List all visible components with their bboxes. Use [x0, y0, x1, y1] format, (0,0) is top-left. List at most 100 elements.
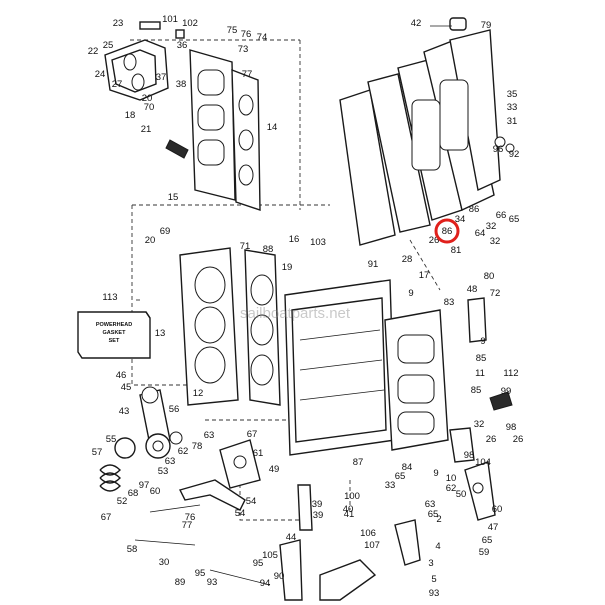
- callout-20: 20: [142, 93, 153, 104]
- callout-93: 93: [207, 577, 218, 588]
- callout-42: 42: [411, 18, 422, 29]
- callout-9: 9: [433, 468, 438, 479]
- connecting-rod: [114, 386, 183, 459]
- cylinder-head-left: [179, 247, 281, 406]
- callout-11: 11: [475, 368, 485, 379]
- callout-18: 18: [125, 110, 136, 121]
- gasket-set-box: POWERHEAD GASKET SET: [77, 311, 151, 359]
- callout-99: 99: [501, 386, 512, 397]
- callout-3: 3: [428, 558, 433, 569]
- callout-78: 78: [192, 441, 203, 452]
- callout-72: 72: [490, 288, 501, 299]
- callout-41: 41: [344, 509, 355, 520]
- callout-32: 32: [490, 236, 501, 247]
- callout-49: 49: [269, 464, 280, 475]
- callout-107: 107: [364, 540, 380, 551]
- callout-80: 80: [484, 271, 495, 282]
- callout-79: 79: [481, 20, 492, 31]
- callout-64: 64: [475, 228, 486, 239]
- callout-113: 113: [102, 292, 117, 303]
- callout-96: 96: [493, 144, 504, 155]
- callout-95: 95: [253, 558, 264, 569]
- callout-98: 98: [464, 450, 475, 461]
- callout-87: 87: [353, 457, 364, 468]
- callout-2: 2: [436, 514, 441, 525]
- callout-67: 67: [101, 512, 112, 523]
- callout-76: 76: [241, 29, 252, 40]
- callout-10: 10: [446, 473, 457, 484]
- callout-32: 32: [474, 419, 485, 430]
- callout-60: 60: [492, 504, 503, 515]
- callout-104: 104: [475, 457, 491, 468]
- callout-86: 86: [442, 226, 453, 237]
- callout-84: 84: [402, 462, 413, 473]
- callout-5: 5: [431, 574, 436, 585]
- callout-85: 85: [471, 385, 482, 396]
- callout-26: 26: [486, 434, 497, 445]
- callout-24: 24: [95, 69, 106, 80]
- callout-37: 37: [156, 72, 167, 83]
- callout-77: 77: [242, 69, 253, 80]
- callout-98: 98: [506, 422, 517, 433]
- callout-105: 105: [262, 550, 278, 561]
- callout-101: 101: [162, 14, 178, 25]
- callout-90: 90: [274, 571, 285, 582]
- callout-34: 34: [455, 214, 466, 225]
- callout-63: 63: [165, 456, 176, 467]
- throttle-cam: [219, 439, 261, 489]
- callout-15: 15: [168, 192, 179, 203]
- callout-83: 83: [444, 297, 455, 308]
- highlight-circle: [434, 218, 460, 244]
- callout-21: 21: [141, 124, 152, 135]
- callout-63: 63: [425, 499, 436, 510]
- callout-69: 69: [160, 226, 171, 237]
- callout-71: 71: [240, 241, 251, 252]
- gasket-box-line-3: SET: [109, 338, 120, 344]
- callout-63: 63: [204, 430, 215, 441]
- exhaust-cover-assembly: [339, 17, 501, 246]
- callout-20: 20: [145, 235, 156, 246]
- callout-54: 54: [246, 496, 257, 507]
- callout-52: 52: [117, 496, 128, 507]
- intake-cover-assembly: [104, 21, 261, 211]
- linkage-arm-left: [134, 479, 246, 546]
- callout-66: 66: [496, 210, 507, 221]
- callout-39: 39: [312, 499, 323, 510]
- gasket-box-line-2: GASKET: [103, 330, 127, 336]
- assembly-guide-lines: [130, 39, 441, 521]
- callout-112: 112: [503, 368, 518, 379]
- right-hardware: [467, 136, 515, 411]
- callout-25: 25: [103, 40, 114, 51]
- gasket-box-line-1: POWERHEAD: [96, 322, 132, 328]
- callout-76: 76: [185, 512, 196, 523]
- callout-103: 103: [310, 237, 326, 248]
- callout-36: 36: [177, 40, 188, 51]
- callout-94: 94: [260, 578, 271, 589]
- linkage-bottom-center: [209, 484, 421, 601]
- callout-26: 26: [429, 235, 440, 246]
- callout-56: 56: [169, 404, 180, 415]
- callout-88: 88: [263, 244, 274, 255]
- callout-12: 12: [193, 388, 204, 399]
- callout-93: 93: [429, 588, 440, 599]
- callout-89: 89: [175, 577, 186, 588]
- callout-28: 28: [402, 254, 413, 265]
- callout-19: 19: [282, 262, 293, 273]
- callout-30: 30: [159, 557, 170, 568]
- callout-33: 33: [385, 480, 396, 491]
- callout-68: 68: [128, 488, 139, 499]
- callout-23: 23: [113, 18, 124, 29]
- callout-70: 70: [144, 102, 155, 113]
- callout-61: 61: [253, 448, 264, 459]
- callout-50: 50: [456, 489, 467, 500]
- callout-102: 102: [182, 18, 198, 29]
- callout-97: 97: [139, 480, 150, 491]
- callout-67: 67: [247, 429, 258, 440]
- callout-17: 17: [419, 270, 430, 281]
- callout-26: 26: [513, 434, 524, 445]
- callout-73: 73: [238, 44, 249, 55]
- cylinder-block: [284, 279, 449, 456]
- callout-22: 22: [88, 46, 99, 57]
